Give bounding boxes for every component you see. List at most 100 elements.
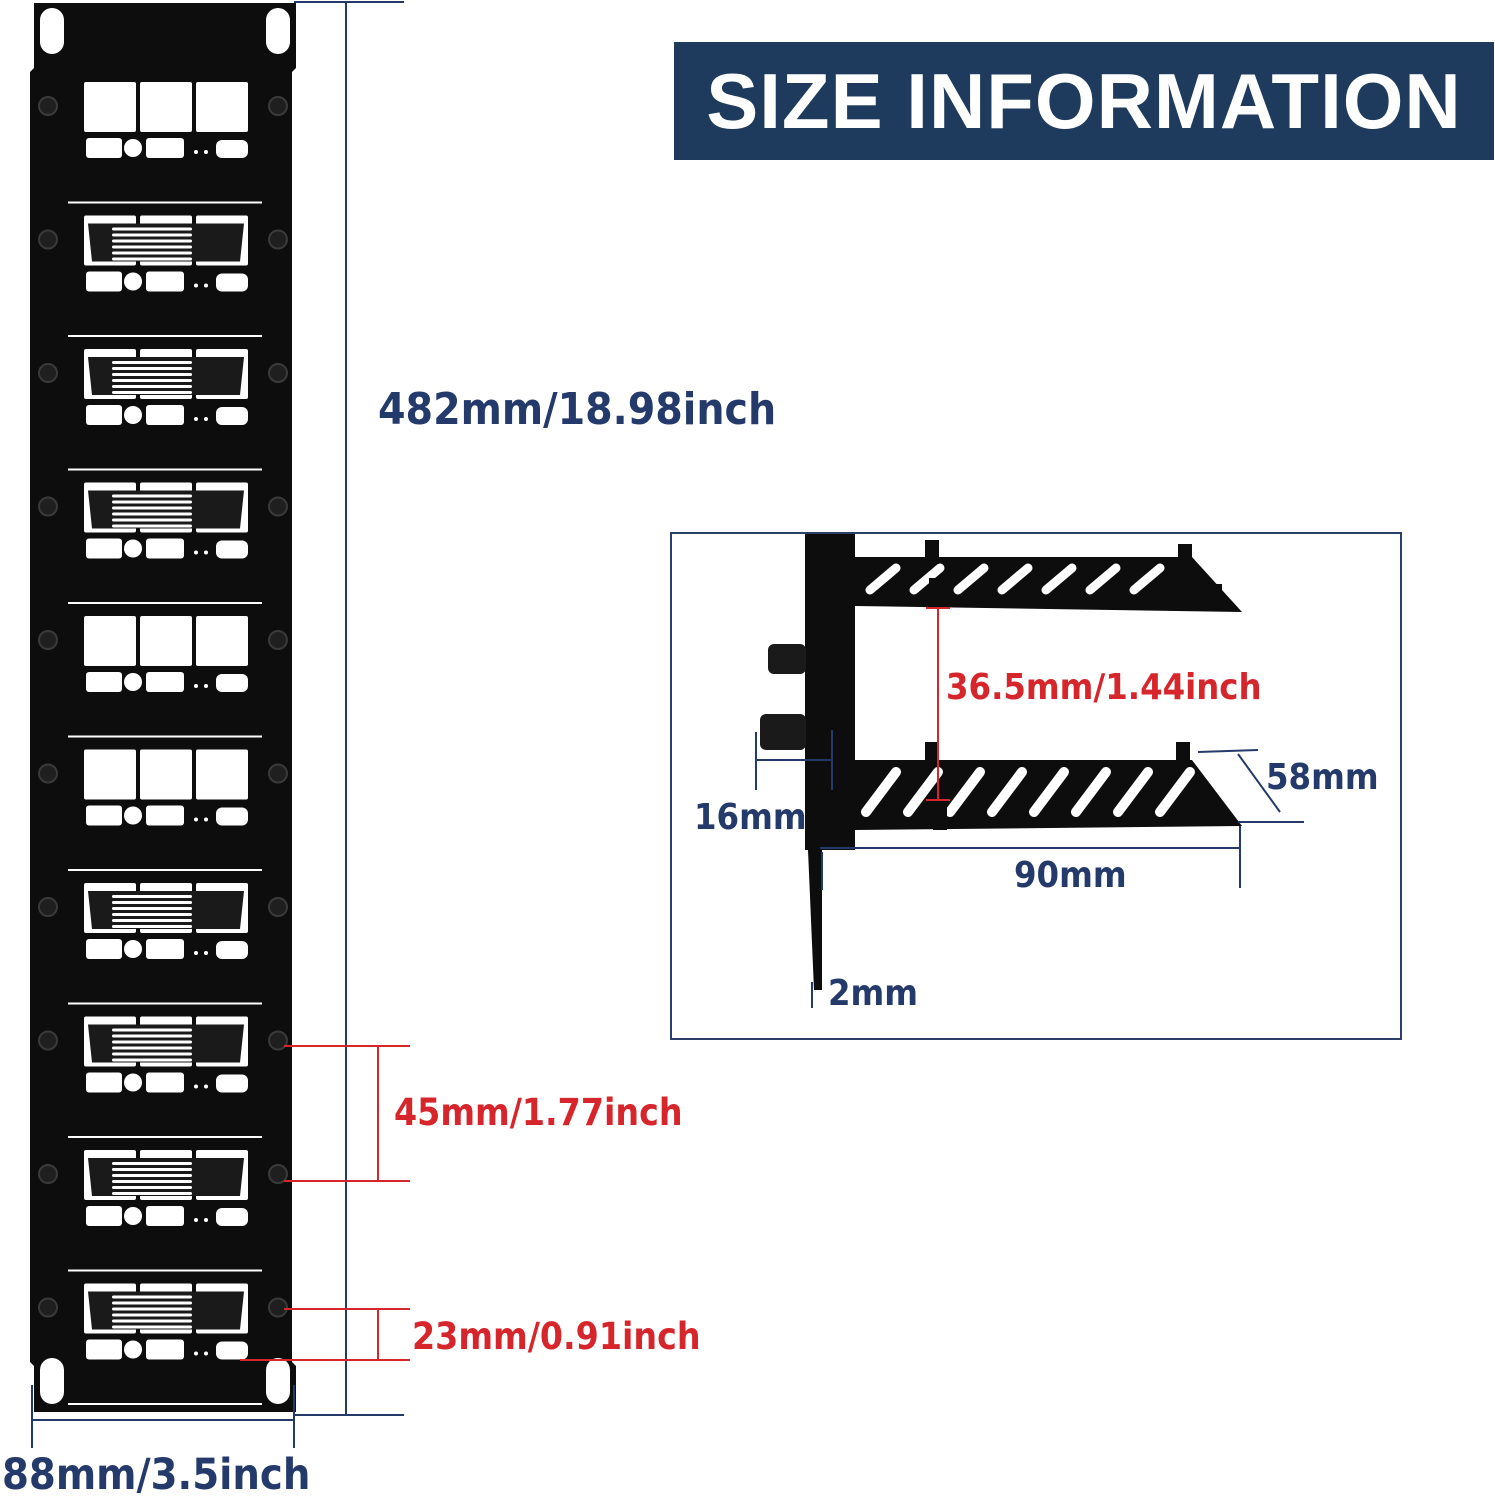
round-cutout	[124, 1073, 142, 1092]
small-cutout	[86, 405, 122, 425]
vertical-faceplate	[805, 534, 855, 850]
small-cutout	[216, 674, 248, 692]
shelf-vent	[861, 767, 901, 817]
tray-vent	[112, 518, 192, 522]
small-cutout	[86, 1339, 122, 1360]
screw-icon	[268, 96, 288, 116]
tray-vent	[112, 1174, 192, 1177]
window-cutout	[196, 616, 248, 666]
panel-slot	[38, 482, 288, 604]
shelf-vent	[987, 767, 1027, 817]
round-cutout	[124, 673, 142, 691]
tray-vent	[112, 257, 192, 261]
inset-gap-line	[926, 607, 950, 801]
tray-vent	[112, 925, 192, 928]
small-cutout	[146, 1072, 184, 1093]
screw-icon	[268, 1297, 288, 1318]
screw-icon	[268, 363, 288, 383]
mounted-tray	[88, 490, 244, 529]
panel-slot	[38, 82, 288, 204]
screw-icon	[268, 763, 288, 784]
dot-cutout	[204, 1351, 208, 1356]
screw-icon	[38, 363, 58, 383]
tray-vent	[112, 1046, 192, 1050]
small-cutout	[146, 271, 184, 292]
screw-icon	[38, 763, 58, 784]
screw-icon	[38, 229, 58, 250]
tray-side-view	[755, 534, 1304, 1008]
ear-hole-bottom-right	[266, 1358, 290, 1404]
panel-slot	[38, 1283, 288, 1405]
screw-icon	[268, 630, 288, 650]
slot-pitch-label: 45mm/1.77inch	[394, 1091, 683, 1134]
dot-cutout	[194, 417, 198, 421]
dot-cutout	[204, 1084, 208, 1089]
tray-vent	[112, 1180, 192, 1183]
mounted-tray	[88, 1024, 244, 1063]
inset-dimension-lines	[755, 730, 1304, 1008]
window-cutout	[196, 82, 248, 132]
tray-vent	[112, 1028, 192, 1032]
small-cutout	[216, 407, 248, 425]
small-cutout	[146, 1206, 184, 1226]
small-cutout	[86, 939, 122, 959]
small-cutout	[216, 941, 248, 959]
screw-icon	[268, 897, 288, 917]
small-cutout	[216, 140, 248, 158]
round-cutout	[124, 539, 142, 558]
round-cutout	[124, 139, 142, 157]
tray-vent	[112, 361, 192, 364]
shelf-vent	[865, 563, 901, 595]
dimension-lines-main	[31, 1, 404, 1448]
screw-icon	[268, 1164, 288, 1184]
small-cutout	[86, 538, 122, 559]
shelf-vent	[1113, 767, 1153, 817]
dimension-lines-slots	[240, 1045, 410, 1361]
small-cutout	[86, 1206, 122, 1226]
shelf-vent	[1155, 767, 1195, 817]
window-cutout	[196, 749, 248, 800]
shelf-vent	[997, 563, 1033, 595]
screw-icon	[38, 96, 58, 116]
banner-title: SIZE INFORMATION	[706, 56, 1462, 145]
shelf-vent	[903, 767, 943, 817]
gap-label: 36.5mm/1.44inch	[946, 667, 1262, 708]
lower-shelf-vents	[861, 767, 1195, 817]
slot-height-label: 23mm/0.91inch	[412, 1315, 701, 1358]
tray-vent	[112, 1192, 192, 1195]
tray-vent	[112, 500, 192, 504]
tray-vent	[112, 1301, 192, 1305]
dot-cutout	[204, 1218, 208, 1222]
small-cutout	[146, 672, 184, 692]
panel-slot	[38, 215, 288, 337]
mounted-tray	[88, 357, 244, 395]
mounting-lip	[808, 850, 822, 990]
tray-vent	[112, 919, 192, 922]
banner: SIZE INFORMATION	[674, 42, 1494, 160]
dot-cutout	[194, 1351, 198, 1356]
screw-icon	[38, 1030, 58, 1051]
shelf-vent	[1085, 563, 1121, 595]
ear-hole-bottom-left	[40, 1358, 64, 1404]
tray-vent	[112, 895, 192, 898]
small-cutout	[146, 405, 184, 425]
round-cutout	[124, 1207, 142, 1225]
small-cutout	[86, 805, 122, 826]
tray-vent	[112, 1034, 192, 1038]
window-cutout	[84, 616, 136, 666]
tray-vent	[112, 251, 192, 255]
round-cutout	[124, 272, 142, 291]
window-cutout	[140, 82, 192, 132]
dot-cutout	[194, 684, 198, 688]
mounted-tray	[88, 891, 244, 929]
tray-vent	[112, 227, 192, 231]
screw-icon	[268, 1030, 288, 1051]
shelf-vent	[945, 767, 985, 817]
dot-cutout	[204, 150, 208, 154]
tray-vent	[112, 367, 192, 370]
mounted-tray	[88, 1158, 244, 1196]
tray-vent	[112, 373, 192, 376]
small-cutout	[216, 1341, 248, 1360]
